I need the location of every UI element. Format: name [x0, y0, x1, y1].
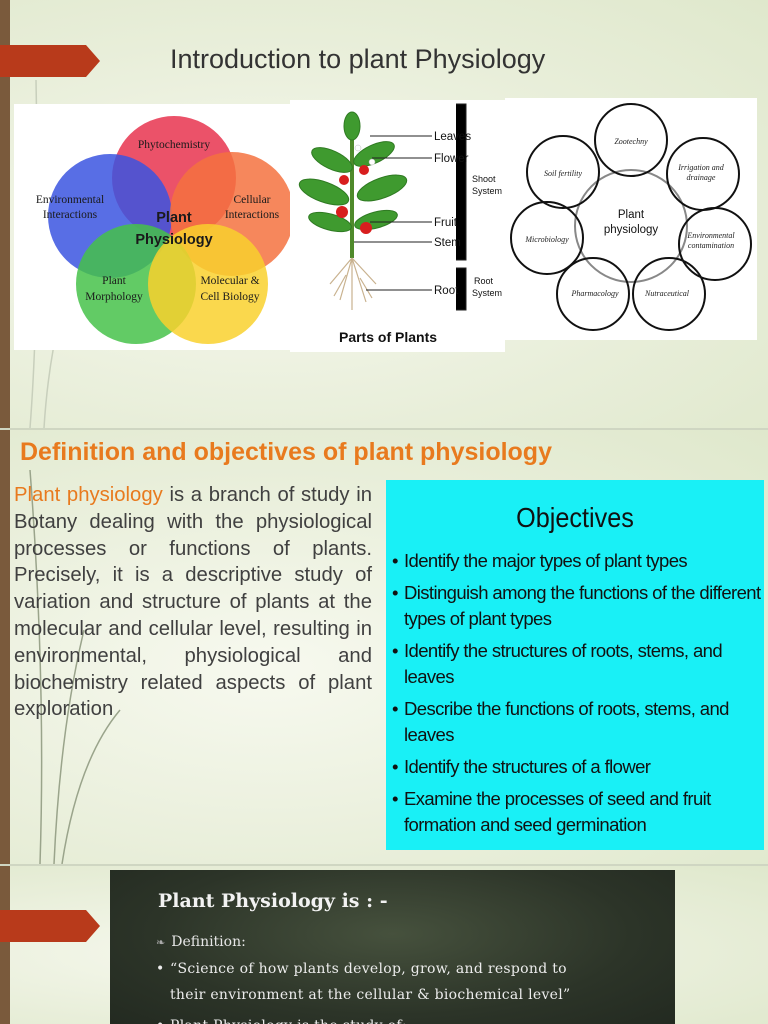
bullet-icon: • [156, 1013, 165, 1024]
slide-introduction: Introduction to plant Physiology Phytoch… [0, 0, 768, 428]
ring-item-pharmacology: Pharmacology [570, 289, 619, 298]
definition-text: is a branch of study in Botany dealing w… [14, 484, 372, 721]
ring-item-nutraceutical: Nutraceutical [644, 289, 690, 298]
objectives-title: Objectives [516, 502, 634, 533]
venn-label-cellular-2: Interactions [225, 209, 280, 221]
parts-of-plants-diagram: Leaves Flower Fruit Stem Root Shoot Syst… [298, 103, 502, 345]
venn-label-environmental-2: Interactions [43, 209, 98, 221]
slide-title: Introduction to plant Physiology [170, 44, 546, 74]
slide-tab-arrow [0, 910, 100, 942]
definition-quote-line1: “Science of how plants develop, grow, an… [170, 961, 567, 977]
slide-divider [0, 428, 768, 430]
objective-item: Identify the structures of a flower [392, 754, 762, 780]
venn-label-morphology-2: Morphology [85, 291, 143, 303]
plant-physiology-ring-image: Zootechny Irrigation and drainage Enviro… [505, 98, 757, 340]
definition-box-title: Plant Physiology is : - [158, 890, 388, 912]
ring-item-soil-fertility: Soil fertility [544, 169, 582, 178]
plant-part-flower: Flower [434, 153, 469, 165]
venn-label-molecular-2: Cell Biology [200, 291, 259, 303]
ring-item-irrigation-1: Irrigation and [677, 163, 725, 172]
leaf-bullet-icon: ❧ [156, 936, 166, 949]
objective-item: Identify the structures of roots, stems,… [392, 638, 762, 690]
ring-item-zootechny: Zootechny [614, 137, 648, 146]
plant-part-root: Root [434, 285, 459, 297]
root-system-label-2: System [472, 288, 502, 298]
plant-part-stem: Stem [434, 237, 461, 249]
venn-label-molecular-1: Molecular & [200, 275, 259, 287]
ring-item-irrigation-2: drainage [687, 173, 716, 182]
venn-center-line2: Physiology [135, 232, 212, 248]
objective-item: Identify the major types of plant types [392, 548, 762, 574]
root-system-label-1: Root [474, 276, 494, 286]
venn-diagram-image: Phytochemistry Environmental Interaction… [14, 104, 294, 350]
objectives-box: Objectives Identify the major types of p… [386, 480, 764, 850]
section-heading: Definition and objectives of plant physi… [20, 438, 552, 466]
shoot-system-label-1: Shoot [472, 174, 496, 184]
objective-item: Examine the processes of seed and fruit … [392, 786, 762, 838]
venn-label-phytochemistry: Phytochemistry [138, 139, 210, 151]
definition-box-subheading: ❧ Definition: [156, 934, 246, 950]
definition-quote: • “Science of how plants develop, grow, … [156, 956, 656, 1008]
plant-part-leaves: Leaves [434, 131, 471, 143]
ring-center-line2: physiology [604, 224, 659, 236]
shoot-system-label-2: System [472, 186, 502, 196]
study-of-text: Plant Physiology is the study of: [156, 1013, 656, 1024]
parts-of-plants-image: Leaves Flower Fruit Stem Root Shoot Syst… [290, 100, 505, 352]
plant-physiology-definition-box: Plant Physiology is : - ❧ Definition: • “… [110, 870, 675, 1024]
objective-item: Describe the functions of roots, stems, … [392, 696, 762, 748]
plant-part-fruit: Fruit [434, 217, 458, 229]
plant-physiology-ring-diagram: Zootechny Irrigation and drainage Enviro… [510, 103, 752, 331]
ring-item-microbiology: Microbiology [524, 235, 569, 244]
objectives-list: Identify the major types of plant types … [392, 548, 762, 844]
venn-label-environmental-1: Environmental [36, 194, 104, 206]
slide-divider [0, 864, 768, 866]
slide-left-strip [0, 0, 10, 428]
definition-highlight: Plant physiology [14, 484, 163, 506]
slide-tab-arrow [0, 45, 100, 77]
venn-center-line1: Plant [156, 210, 192, 226]
venn-label-morphology-1: Plant [102, 275, 126, 287]
study-of-bullet: • Plant Physiology is the study of: [156, 1013, 656, 1024]
definition-box-subheading-text: Definition: [171, 934, 246, 950]
slide-definition-objectives: Definition and objectives of plant physi… [0, 430, 768, 864]
slide-left-strip [0, 430, 10, 864]
venn-circle-molecular [148, 224, 268, 344]
bullet-icon: • [156, 961, 165, 977]
venn-diagram: Phytochemistry Environmental Interaction… [36, 116, 294, 344]
slide-left-strip [0, 866, 10, 1024]
parts-of-plants-caption: Parts of Plants [339, 329, 437, 345]
ring-item-environmental-2: contamination [688, 241, 734, 250]
definition-paragraph: Plant physiology is a branch of study in… [14, 482, 372, 723]
slide-plant-physiology-is: Plant Physiology is : - ❧ Definition: • “… [0, 866, 768, 1024]
venn-label-cellular-1: Cellular [233, 194, 270, 206]
objective-item: Distinguish among the functions of the d… [392, 580, 762, 632]
definition-quote-line2: their environment at the cellular & bioc… [170, 987, 571, 1003]
ring-item-environmental-1: Environmental [686, 231, 735, 240]
ring-center-line1: Plant [618, 209, 645, 221]
